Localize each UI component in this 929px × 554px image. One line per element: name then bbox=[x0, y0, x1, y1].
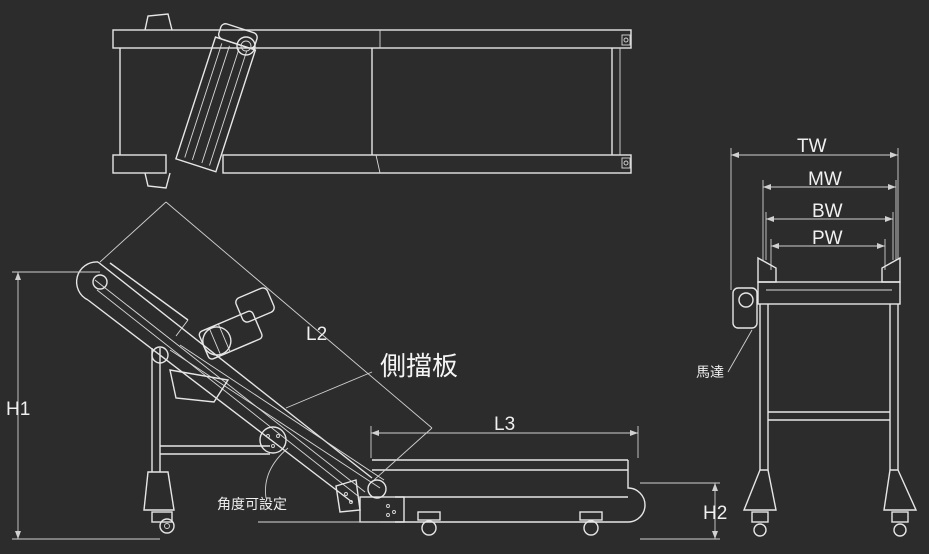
end-view bbox=[727, 148, 918, 537]
bw-label: BW bbox=[812, 201, 843, 222]
pw-label: PW bbox=[812, 228, 843, 249]
mw-label: MW bbox=[808, 169, 842, 190]
top-view bbox=[112, 13, 632, 189]
h1-label: H1 bbox=[6, 399, 30, 420]
motor-label: 馬達 bbox=[696, 365, 724, 381]
l3-label: L3 bbox=[494, 414, 515, 435]
angle-adjustable-label: 角度可設定 bbox=[217, 497, 287, 513]
side-view-dimensions bbox=[12, 201, 720, 540]
side-plate-label: 側擋板 bbox=[380, 352, 458, 382]
h2-label: H2 bbox=[703, 503, 727, 524]
side-view bbox=[75, 261, 646, 536]
l2-label: L2 bbox=[306, 324, 327, 345]
tw-label: TW bbox=[797, 136, 827, 157]
